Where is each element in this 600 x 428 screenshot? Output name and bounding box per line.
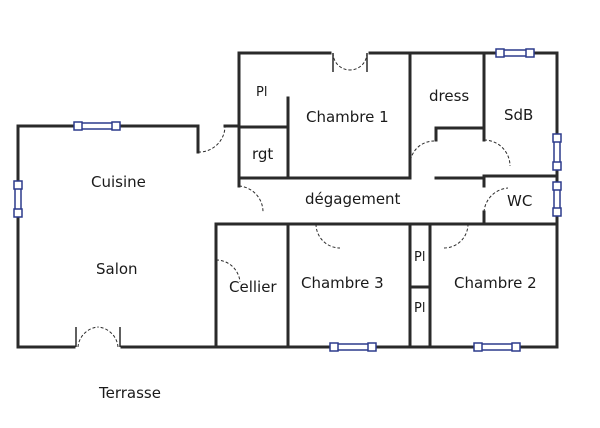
room-label-degagement: dégagement xyxy=(305,190,401,208)
room-label-cellier: Cellier xyxy=(229,278,277,296)
walls xyxy=(16,51,559,349)
door-leaves xyxy=(75,53,368,347)
room-label-placard-2: Pl xyxy=(414,250,425,265)
door-wc xyxy=(483,187,509,213)
window-north-sdb xyxy=(495,48,535,58)
room-label-placard-1: Pl xyxy=(256,85,267,100)
window-west xyxy=(13,180,23,218)
window-north-living xyxy=(73,121,121,131)
door-living-corridor xyxy=(197,125,226,153)
door-chambre2 xyxy=(443,223,469,249)
room-label-wc: WC xyxy=(507,192,532,210)
door-cellier xyxy=(215,259,241,283)
room-label-salon: Salon xyxy=(96,260,138,278)
door-terrasse-left xyxy=(77,326,99,348)
door-terrasse-right xyxy=(97,326,119,348)
door-sdb xyxy=(483,139,511,167)
window-east-wc xyxy=(552,181,562,217)
door-chambre3 xyxy=(315,223,341,249)
room-label-rgt: rgt xyxy=(252,145,273,163)
room-label-placard-3: Pl xyxy=(414,301,425,316)
room-label-chambre-1: Chambre 1 xyxy=(306,108,389,126)
room-label-cuisine: Cuisine xyxy=(91,173,146,191)
door-rgt-corridor xyxy=(238,185,264,213)
door-chambre1-left xyxy=(332,52,351,71)
window-south-chambre3 xyxy=(329,342,377,352)
room-label-dress: dress xyxy=(429,87,469,105)
room-label-chambre-2: Chambre 2 xyxy=(454,274,537,292)
outside-label-terrasse: Terrasse xyxy=(98,384,161,402)
window-east-sdb xyxy=(552,133,562,171)
door-chambre1-right xyxy=(349,52,368,71)
room-label-sdb: SdB xyxy=(504,106,533,124)
window-south-chambre2 xyxy=(473,342,521,352)
room-label-chambre-3: Chambre 3 xyxy=(301,274,384,292)
windows xyxy=(13,48,562,352)
door-dress xyxy=(409,140,435,166)
